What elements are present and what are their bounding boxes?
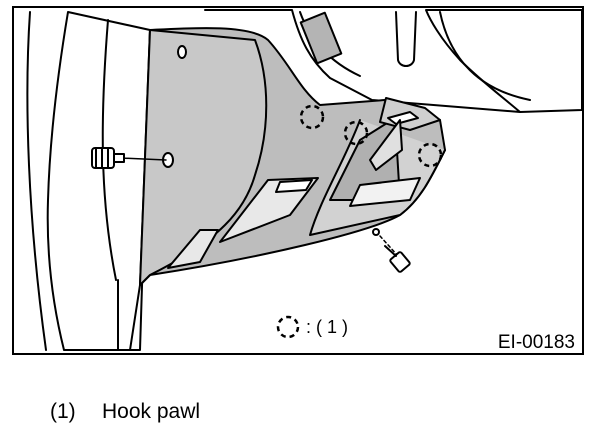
legend-marker (276, 315, 300, 339)
figure-code: EI-00183 (498, 332, 575, 353)
trim-clip (91, 147, 125, 169)
clip-hole-upper (177, 45, 187, 59)
upper-console (204, 9, 583, 113)
hook-pawl-marker-3 (417, 142, 443, 168)
hook-pawl-marker-1 (299, 104, 325, 130)
caption-text: Hook pawl (102, 400, 200, 423)
hook-pawl-marker-2 (343, 120, 369, 146)
legend-key-label: : ( 1 ) (306, 317, 348, 337)
pillar-trim (46, 11, 151, 351)
dashboard-illustration (26, 9, 583, 351)
caption-number: (1) (50, 400, 76, 423)
hook-pawl-markers (276, 104, 443, 339)
screw (372, 228, 411, 273)
